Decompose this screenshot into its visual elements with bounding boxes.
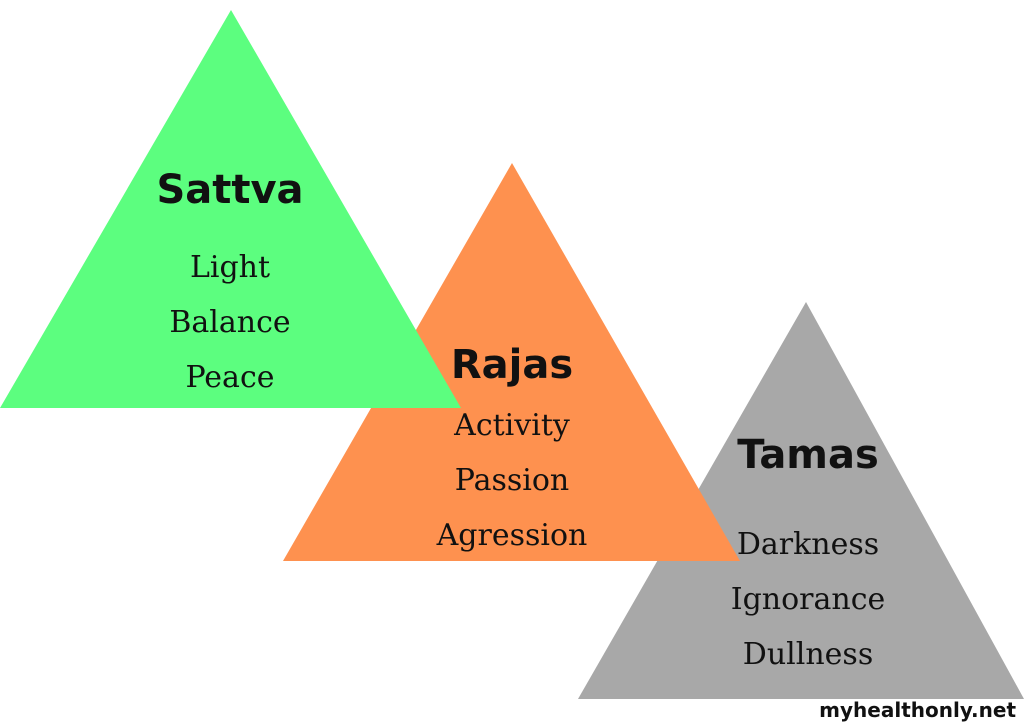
sattva-triangle [0, 10, 461, 408]
rajas-quality-activity: Activity [454, 408, 570, 443]
rajas-triangle [283, 163, 740, 561]
tamas-triangle [578, 302, 1024, 699]
sattva-quality-peace: Peace [185, 360, 275, 395]
tamas-title: Tamas [737, 432, 879, 478]
tamas-quality-ignorance: Ignorance [730, 582, 886, 617]
rajas-quality-agression: Agression [436, 518, 588, 553]
tamas-quality-darkness: Darkness [736, 527, 880, 562]
sattva-title: Sattva [156, 167, 304, 213]
site-watermark: myhealthonly.net [819, 698, 1016, 722]
sattva-quality-balance: Balance [169, 305, 291, 340]
sattva-quality-light: Light [189, 250, 271, 285]
tamas-quality-dullness: Dullness [742, 637, 874, 672]
rajas-quality-passion: Passion [454, 463, 570, 498]
rajas-title: Rajas [450, 342, 574, 388]
